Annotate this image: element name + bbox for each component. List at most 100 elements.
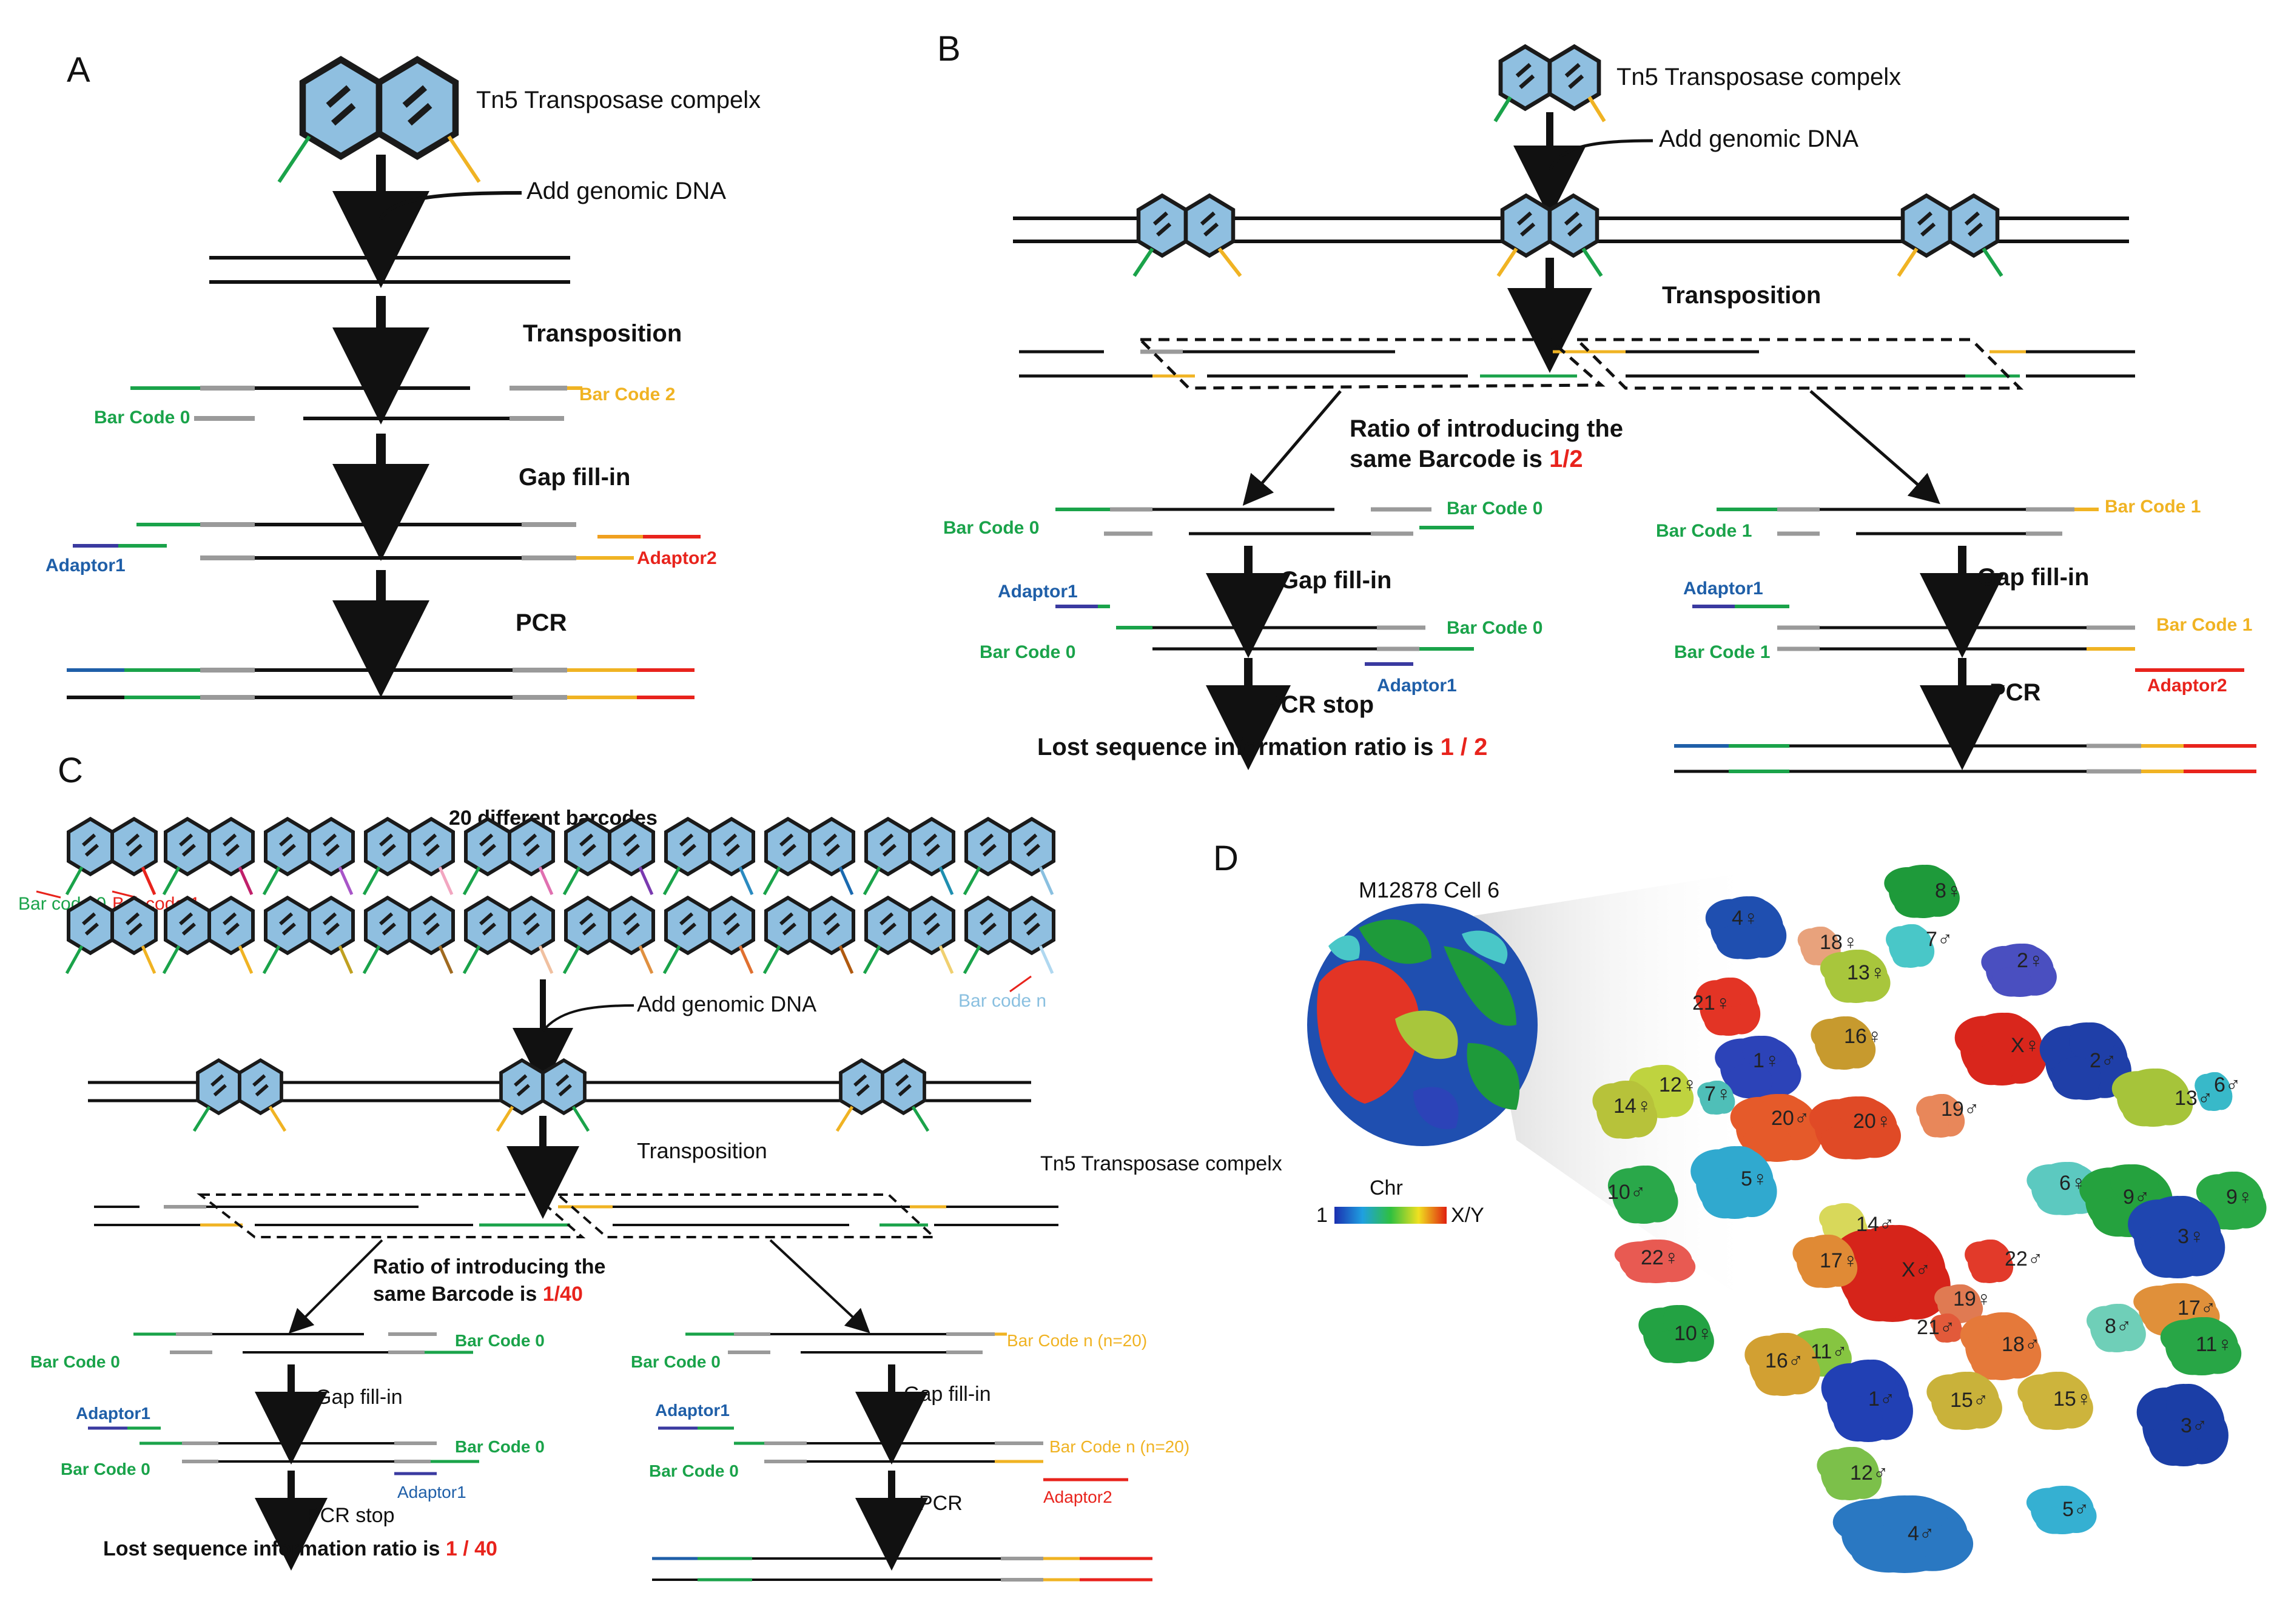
- barcode-tails-row-1: [65, 866, 1054, 896]
- barcoden-small-c: Bar code n: [958, 991, 1046, 1011]
- chromosome-territory: [1792, 1235, 1858, 1288]
- fragment-a-step3: [73, 522, 701, 560]
- barcode0-left2-c: Bar Code 0: [61, 1460, 150, 1478]
- branch-left-c: [133, 1332, 473, 1354]
- chromosome-label: 8♂: [2105, 1315, 2131, 1338]
- chromosome-label: 13♂: [2175, 1087, 2213, 1110]
- transposition-label-a: Transposition: [523, 320, 682, 347]
- chromosome-label: 12♀: [1659, 1073, 1697, 1096]
- branch-left-gap-b: [1055, 605, 1474, 666]
- barcode0-right2-b: Bar Code 0: [1447, 618, 1542, 638]
- chromosome-territory: [2128, 1196, 2225, 1278]
- chromosome-territory: [1820, 950, 1891, 1003]
- chromosome-label: 3♂: [2181, 1414, 2207, 1437]
- chromosome-territory: [2111, 1069, 2193, 1127]
- pcr-product-b: [1674, 743, 2256, 774]
- chromosome-label: 14♀: [1613, 1095, 1652, 1118]
- chromosome-territory: [1821, 1360, 1913, 1442]
- complex-label-c: Tn5 Transposase compelx: [1040, 1152, 1282, 1175]
- chromosome-label: 19♀: [1953, 1287, 1991, 1310]
- fragment-a-step2: [130, 386, 582, 421]
- chromosome-label: 17♂: [2178, 1297, 2216, 1320]
- pcr-product-c: [652, 1557, 1152, 1582]
- cell-label-d: M12878 Cell 6: [1359, 877, 1499, 902]
- chromosome-label: 3♀: [2178, 1225, 2204, 1248]
- panel-letter-b: B: [937, 29, 961, 69]
- barcode0-right2-c: Bar Code 0: [455, 1437, 545, 1456]
- fragments-b: [1019, 338, 2135, 390]
- ratio-line1-b: Ratio of introducing the: [1350, 415, 1623, 442]
- barcode0-right-c: Bar Code 0: [455, 1331, 545, 1350]
- adaptor2-label-a: Adaptor2: [637, 548, 717, 568]
- branch-left-b: [1055, 507, 1474, 536]
- chromosome-territory: [2039, 1022, 2131, 1100]
- barcoden-right2-c: Bar Code n (n=20): [1049, 1437, 1189, 1456]
- barcode0-left3-c: Bar Code 0: [649, 1461, 739, 1480]
- lost-value-c: 1 / 40: [446, 1537, 497, 1560]
- barcode0-right-b: Bar Code 0: [1447, 498, 1542, 518]
- chromosome-territory: [1884, 865, 1960, 918]
- chromosome-territory: [2196, 1172, 2267, 1230]
- chromosome-label: 1♀: [1753, 1049, 1780, 1072]
- adaptor1-left-b: Adaptor1: [998, 582, 1078, 602]
- barcode1-left-b: Bar Code 1: [1656, 521, 1752, 541]
- chromosome-territory: [1690, 1146, 1777, 1219]
- pcr-stop-b: PCR stop: [1265, 691, 1374, 718]
- chromosome-territory: [1981, 944, 2057, 997]
- barcode2-label-a: Bar Code 2: [579, 384, 675, 404]
- chromosome-label: 18♂: [2002, 1333, 2040, 1356]
- chromosome-label: 10♀: [1674, 1322, 1712, 1345]
- chromosome-label: 11♀: [2196, 1333, 2233, 1356]
- chromosome-label: 15♂: [1950, 1389, 1988, 1412]
- pcr-stop-c: PCR stop: [306, 1504, 395, 1527]
- adaptor1-right-c: Adaptor1: [397, 1483, 466, 1502]
- gapfill-right-c: Gap fill-in: [904, 1383, 991, 1406]
- gapfill-left-b: Gap fill-in: [1280, 567, 1391, 594]
- chromosome-territory: [1960, 1312, 2042, 1380]
- chromosome-territory: [1831, 1225, 1951, 1322]
- panel-d: D M12878 Cell 6 Chr 1 X/Y 8♀4♀18♀7♂13♀2♀…: [1213, 839, 2267, 1573]
- ratio-value-c: 1/40: [543, 1283, 583, 1306]
- chromosome-label: 20♂: [1771, 1107, 1809, 1130]
- chromosome-territory: [1817, 1447, 1882, 1500]
- ratio-line2-b: same Barcode is 1/2: [1350, 446, 1583, 472]
- fragments-c: [94, 1193, 1058, 1238]
- adaptor1-label-a: Adaptor1: [45, 555, 126, 575]
- barcode0-left-c: Bar Code 0: [30, 1352, 120, 1371]
- chromosome-label: 16♂: [1765, 1349, 1803, 1372]
- chromosome-label: 6♂: [2214, 1073, 2241, 1096]
- barcode0-left-c2: Bar Code 0: [631, 1352, 721, 1371]
- chromosome-territory: [1965, 1240, 2014, 1283]
- chromosome-territory: [1697, 1081, 1735, 1115]
- chromosome-label: 21♀: [1692, 992, 1731, 1015]
- chromosome-territory: [1744, 1333, 1820, 1396]
- barcode0-label-a: Bar Code 0: [94, 408, 190, 428]
- barcoden-right-c: Bar Code n (n=20): [1007, 1331, 1147, 1350]
- barcode-tails-row-2: [65, 945, 1054, 975]
- chromosome-label: 1♂: [1868, 1387, 1895, 1411]
- lost-info-c: Lost sequence information ratio is 1 / 4…: [103, 1537, 497, 1560]
- tn5-row-2: [69, 898, 1054, 953]
- gapfill-left-c: Gap fill-in: [315, 1386, 403, 1409]
- panel-letter-a: A: [67, 50, 90, 90]
- pcr-right-b: PCR: [1990, 679, 2041, 706]
- ratio-line2-c: same Barcode is 1/40: [373, 1283, 583, 1306]
- chromosome-label: 17♀: [1820, 1249, 1858, 1272]
- chromosome-territory: [1811, 1016, 1876, 1070]
- branch-right-b: [1717, 507, 2099, 536]
- chromosome-label: 6♀: [2059, 1172, 2086, 1195]
- gapfill-label-a: Gap fill-in: [519, 464, 630, 491]
- chromosome-territory: [1926, 1372, 2002, 1430]
- chromosome-territory: [1592, 1081, 1658, 1139]
- chromosome-label: 18♀: [1820, 931, 1858, 954]
- chromosome-territory: [2195, 1072, 2233, 1111]
- genomic-dna-a: [209, 256, 570, 284]
- chromosome-territory: [2086, 1304, 2146, 1352]
- chromosome-territory: [1832, 1495, 1974, 1573]
- chromosome-label: 19♂: [1941, 1098, 1979, 1121]
- transposition-label-c: Transposition: [637, 1138, 767, 1163]
- chromosome-label: 22♂: [2005, 1247, 2043, 1270]
- ratio-value-b: 1/2: [1549, 446, 1583, 472]
- add-dna-label-c: Add genomic DNA: [637, 992, 816, 1016]
